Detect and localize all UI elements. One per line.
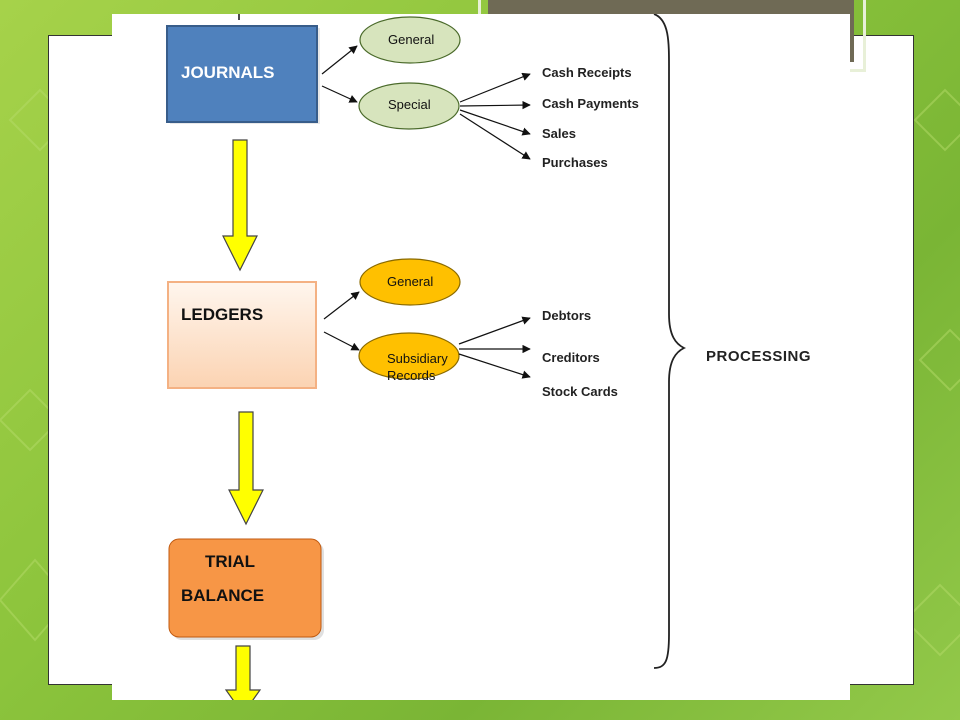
svg-text:General: General — [387, 274, 433, 289]
special-item-sales: Sales — [542, 126, 576, 141]
trial-balance-box: TRIAL BALANCE — [168, 538, 324, 640]
flow-arrow-1 — [222, 139, 258, 272]
flow-arrow-2 — [228, 411, 264, 526]
svg-text:General: General — [388, 32, 434, 47]
svg-text:Special: Special — [388, 97, 431, 112]
special-item-purchases: Purchases — [542, 155, 608, 170]
svg-text:Subsidiary: Subsidiary — [387, 351, 448, 366]
processing-label: PROCESSING — [706, 348, 811, 365]
ledgers-box: LEDGERS — [167, 281, 317, 389]
accounting-process-diagram: JOURNALS General Special Cash Receipts C… — [112, 13, 850, 716]
subsidiary-item-creditors: Creditors — [542, 350, 600, 365]
journals-label: JOURNALS — [181, 63, 275, 82]
ledgers-label: LEDGERS — [181, 305, 263, 324]
special-item-cash-receipts: Cash Receipts — [542, 65, 632, 80]
journals-special-oval: Special — [358, 82, 460, 130]
svg-text:Records: Records — [387, 368, 436, 383]
journals-box: JOURNALS — [166, 25, 320, 124]
ledgers-subsidiary-oval: Subsidiary Records — [358, 332, 460, 383]
special-item-cash-payments: Cash Payments — [542, 96, 639, 111]
flow-arrow-3 — [224, 645, 262, 716]
subsidiary-item-debtors: Debtors — [542, 308, 591, 323]
journals-general-oval: General — [359, 16, 461, 64]
processing-brace — [653, 13, 687, 669]
ledgers-general-oval: General — [359, 258, 461, 306]
subsidiary-item-stock-cards: Stock Cards — [542, 384, 618, 399]
trial-balance-line1: TRIAL — [205, 552, 255, 571]
trial-balance-line2: BALANCE — [181, 586, 264, 605]
